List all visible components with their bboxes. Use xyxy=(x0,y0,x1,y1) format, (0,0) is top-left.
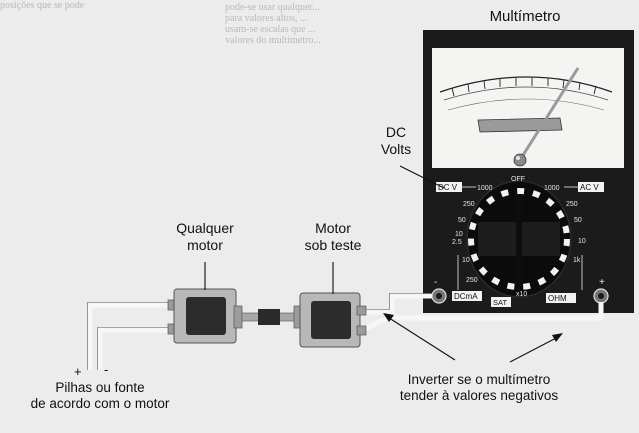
meter-scale-arc-low xyxy=(447,98,605,111)
acv-tick: 50 xyxy=(574,217,582,224)
acv-badge: AC V xyxy=(580,183,599,192)
meter-scale-arc-outer xyxy=(439,76,613,93)
invert-label: Inverter se o multímetro tender à valore… xyxy=(372,372,586,404)
any-motor-label: Qualquer motor xyxy=(165,220,245,253)
bg-line: posições que se pode xyxy=(0,0,85,11)
dcv-badge: DC V xyxy=(438,183,458,192)
dcma-badge-bg xyxy=(452,291,482,301)
probe-wire-minus-outline xyxy=(360,293,432,310)
acv-badge-bg xyxy=(578,182,604,192)
battery-label: Pilhas ou fonte de acordo com o motor xyxy=(2,380,198,412)
dcv-badge-bg xyxy=(436,182,462,192)
wire-outlines xyxy=(87,293,432,370)
test-motor-terminal-bottom xyxy=(356,325,367,336)
probe-wire-minus xyxy=(360,293,432,315)
selector-dial-dashes xyxy=(468,188,570,290)
meter-needle-pivot xyxy=(513,153,527,167)
invert-line: tender à valores negativos xyxy=(399,387,559,403)
dc-volts-line: DC xyxy=(385,124,407,140)
acv-tick: 250 xyxy=(566,201,578,208)
any-motor-end-cap xyxy=(233,305,243,329)
jack-plus-label: + xyxy=(599,277,605,288)
meter-scale-arc-inner xyxy=(443,86,609,101)
invert-arrowhead-left xyxy=(383,313,394,322)
battery-wire-minus-outline xyxy=(97,327,170,370)
jack-plus-hole xyxy=(598,293,604,299)
test-motor-line: sob teste xyxy=(304,236,362,253)
jack-minus-hole xyxy=(436,293,442,299)
dcma-badge: DCmA xyxy=(454,292,478,301)
sat-badge-bg xyxy=(491,297,511,307)
bg-line: para valores altos, ... xyxy=(225,13,308,24)
bg-line: valores do multímetro... xyxy=(225,35,321,46)
ohm-badge: OHM xyxy=(548,294,567,303)
meter-battery-band xyxy=(477,117,563,133)
ohm-tick: 1k xyxy=(573,257,581,264)
invert-arrowhead-right xyxy=(552,333,563,342)
multimeter: DC V AC V OFF 1000 250 50 10 2.5 1000 25… xyxy=(423,30,634,313)
battery-plus-sign: + xyxy=(74,364,82,379)
battery-line: de acordo com o motor xyxy=(30,395,170,411)
jack-minus-label: - xyxy=(434,277,437,288)
any-motor-line: Qualquer xyxy=(176,220,234,236)
dcma-tick: 10 xyxy=(462,257,470,264)
pointer-lines xyxy=(204,165,561,363)
any-motor-line: motor xyxy=(187,236,223,253)
bg-line: pode-se usar qualquer... xyxy=(225,2,320,13)
battery-wire-plus xyxy=(87,302,170,370)
test-motor xyxy=(293,292,367,348)
background-text-left: posições que se pode xyxy=(0,0,200,120)
multimeter-title-text: Multímetro xyxy=(489,8,561,25)
dcma-tick: 250 xyxy=(466,277,478,284)
dc-volts-pointer xyxy=(399,165,445,189)
dcv-tick: 250 xyxy=(463,201,475,208)
dc-volts-label: DC Volts xyxy=(370,124,422,157)
any-motor-window xyxy=(186,297,226,335)
dcv-tick: 2.5 xyxy=(452,239,462,246)
invert-pointer-right xyxy=(509,335,561,363)
battery-minus-sign: - xyxy=(104,362,108,377)
background-text-mid: pode-se usar qualquer... para valores al… xyxy=(225,2,420,97)
invert-line: Inverter se o multímetro xyxy=(407,372,551,387)
test-motor-window xyxy=(311,301,351,339)
ohm-tick: x10 xyxy=(516,291,527,298)
dcv-tick: 50 xyxy=(458,217,466,224)
dcv-tick: 10 xyxy=(455,231,463,238)
battery-wire-plus-outline xyxy=(87,302,170,370)
test-motor-terminal-top xyxy=(356,305,367,316)
meter-scale-ticks xyxy=(451,78,597,97)
test-motor-label: Motor sob teste xyxy=(292,220,374,253)
meter-needle xyxy=(518,67,580,161)
meter-needle-pivot-highlight xyxy=(516,156,520,160)
bg-line: usam-se escalas que ... xyxy=(225,24,316,35)
invert-pointer-left xyxy=(385,315,456,361)
any-motor xyxy=(167,288,243,344)
acv-tick: 1000 xyxy=(544,185,560,192)
sat-badge: SAT xyxy=(493,298,507,307)
coupling xyxy=(241,309,303,325)
ohm-badge-bg xyxy=(546,293,576,303)
probe-wire-plus xyxy=(360,302,604,333)
battery-wire-minus xyxy=(97,327,170,370)
dcv-tick: 1000 xyxy=(477,185,493,192)
battery-line: Pilhas ou fonte xyxy=(55,380,145,395)
multimeter-title: Multímetro xyxy=(470,8,580,26)
coupling-sleeve xyxy=(258,309,280,325)
acv-tick: 10 xyxy=(578,238,586,245)
test-motor-line: Motor xyxy=(315,220,351,236)
dial-off-label: OFF xyxy=(511,176,525,183)
dc-volts-line: Volts xyxy=(380,140,412,157)
wires xyxy=(87,293,604,370)
